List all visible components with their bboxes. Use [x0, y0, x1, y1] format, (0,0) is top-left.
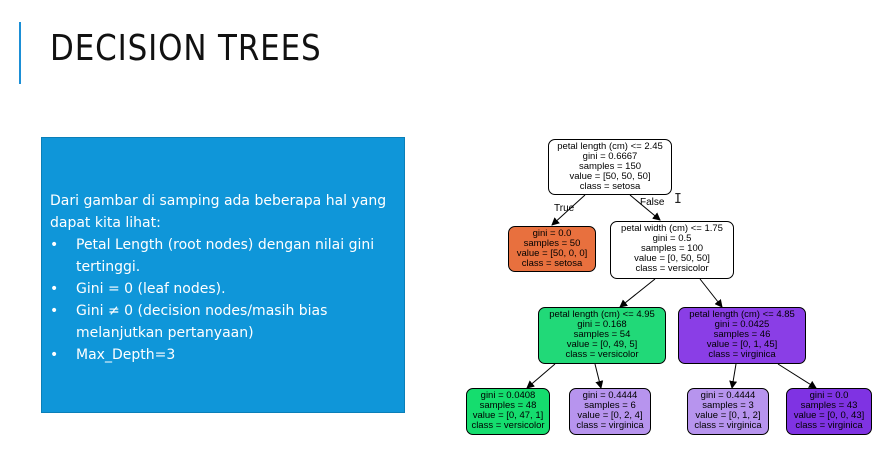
- text-cursor-icon: I: [674, 192, 682, 207]
- bullet-icon: •: [50, 237, 59, 253]
- bullet-icon: •: [50, 347, 59, 363]
- edge-label-false: False: [640, 197, 665, 208]
- edge-rightmid-leaf4: [777, 363, 817, 389]
- list-item: •Petal Length (root nodes) dengan nilai …: [50, 234, 394, 278]
- bullet-list: •Petal Length (root nodes) dengan nilai …: [50, 234, 394, 366]
- edge-root-setosa: [551, 194, 586, 226]
- bullet-icon: •: [50, 303, 59, 319]
- intro-text: Dari gambar di samping ada beberapa hal …: [50, 193, 387, 231]
- edge-label-true: True: [554, 203, 575, 214]
- bullet-icon: •: [50, 281, 59, 297]
- edge-petalwidth-rightmid: [699, 278, 723, 308]
- list-item: •Max_Depth=3: [50, 344, 394, 366]
- list-item: •Gini ≠ 0 (decision nodes/masih bias mel…: [50, 300, 394, 344]
- tree-edges: [526, 194, 817, 389]
- title-accent-bar: [19, 22, 21, 84]
- list-item: •Gini = 0 (leaf nodes).: [50, 278, 394, 300]
- edge-rightmid-leaf3: [729, 363, 738, 389]
- slide-title: DECISION TREES: [50, 28, 322, 69]
- edge-leftmid-leaf1: [526, 363, 556, 389]
- edge-leftmid-leaf2: [594, 363, 604, 389]
- edge-petalwidth-leftmid: [619, 278, 656, 308]
- explanation-box: Dari gambar di samping ada beberapa hal …: [41, 137, 405, 413]
- edge-root-petalwidth: [629, 194, 661, 221]
